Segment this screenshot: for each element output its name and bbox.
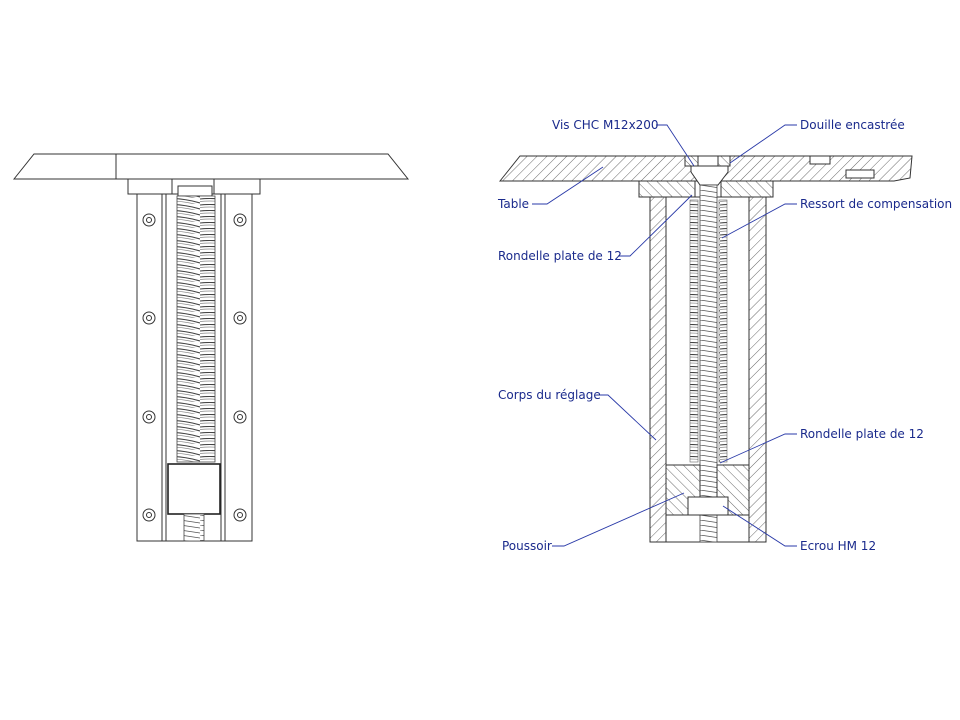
- section-screw: [699, 184, 718, 543]
- section-body-left-wall: [649, 196, 667, 543]
- label-ressort: Ressort de compensation: [800, 197, 952, 211]
- label-table: Table: [497, 197, 529, 211]
- left-thread: [183, 513, 205, 542]
- section-spring-right: [718, 199, 728, 463]
- label-rondelle-bottom: Rondelle plate de 12: [800, 427, 924, 441]
- section-screw-head: [690, 165, 729, 186]
- label-corps: Corps du réglage: [498, 388, 601, 402]
- left-screw-head: [177, 185, 213, 197]
- label-douille: Douille encastrée: [800, 118, 905, 132]
- section-nut: [687, 496, 729, 516]
- section-spring-left: [689, 199, 699, 463]
- callout-labels: Vis CHC M12x200 Douille encastrée Table …: [497, 118, 952, 553]
- label-ecrou: Ecrou HM 12: [800, 539, 876, 553]
- section-body-right-wall: [748, 196, 767, 543]
- leader-lines: [532, 124, 797, 547]
- left-view: [12, 153, 410, 542]
- label-poussoir: Poussoir: [502, 539, 552, 553]
- left-spring: [176, 195, 216, 463]
- label-rondelle-top: Rondelle plate de 12: [498, 249, 622, 263]
- left-tabletop: [12, 153, 410, 180]
- left-bolt-holes: [142, 213, 247, 522]
- left-pusher: [167, 463, 221, 515]
- label-vis: Vis CHC M12x200: [552, 118, 659, 132]
- right-view: [498, 155, 913, 543]
